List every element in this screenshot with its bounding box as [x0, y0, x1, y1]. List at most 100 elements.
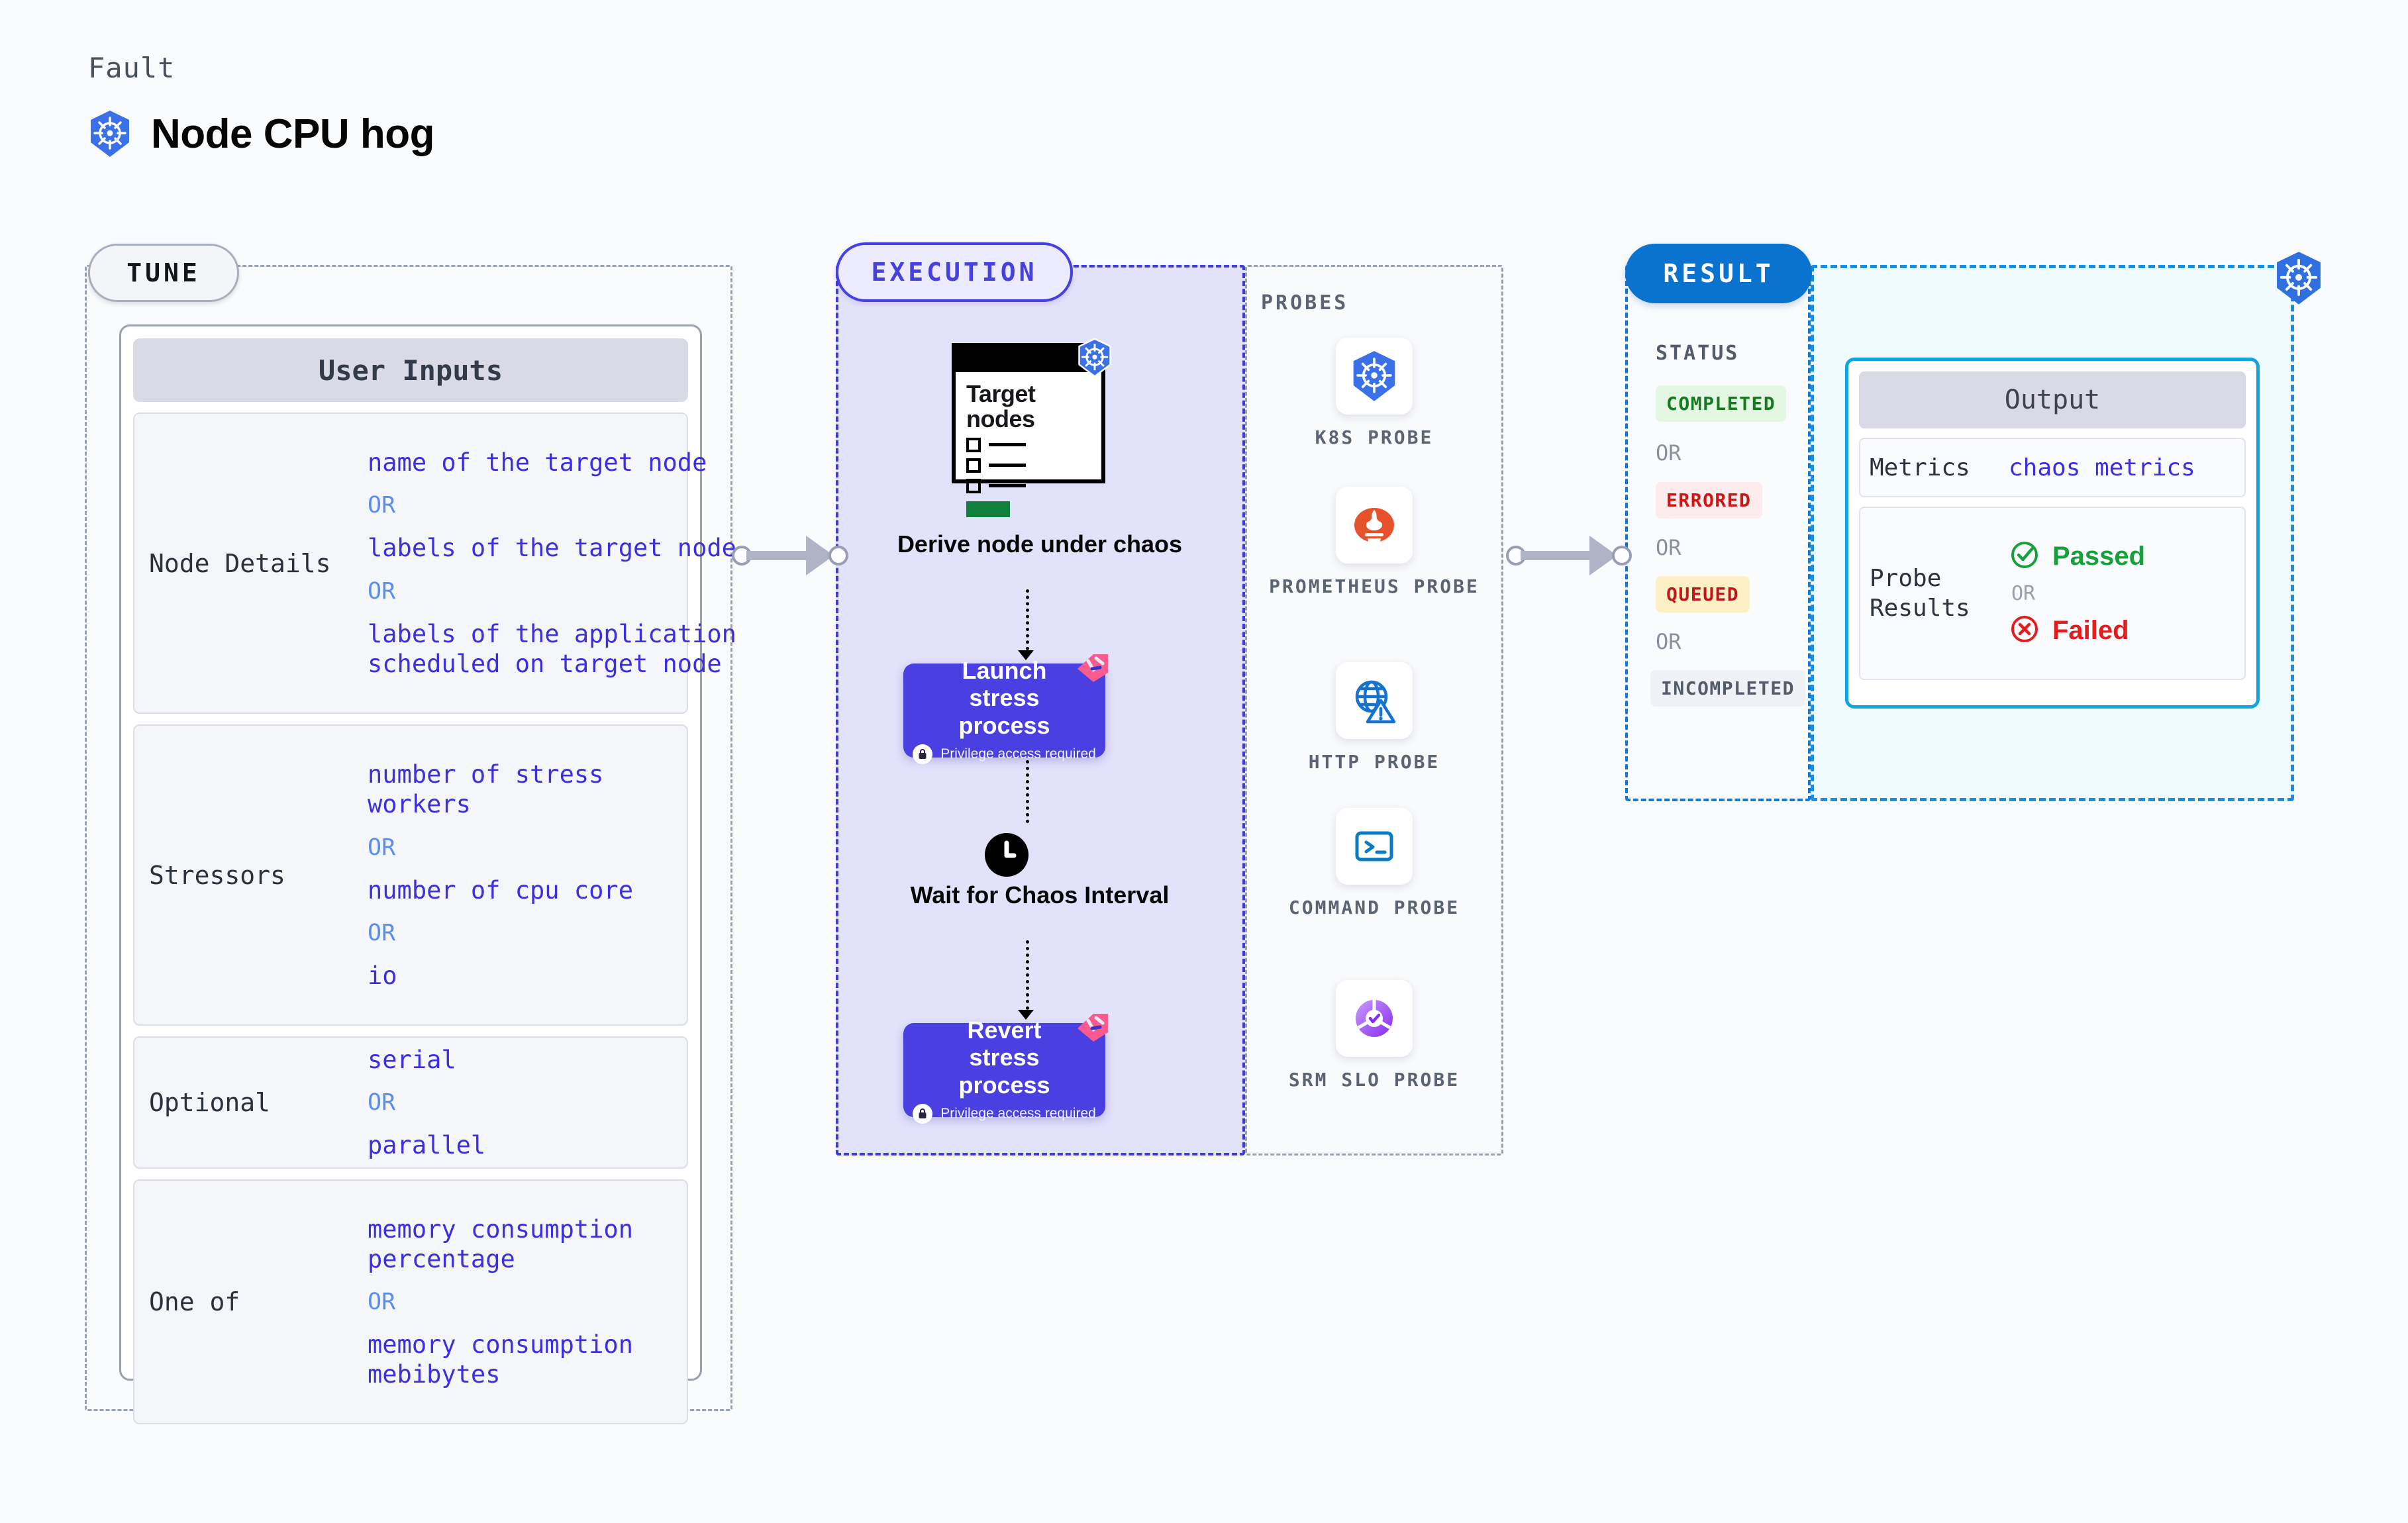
revert-stress-process-node[interactable]: Revert stress process Privilege access r…: [903, 1014, 1108, 1124]
lock-icon: [913, 744, 933, 764]
flow-arrow-head: [1018, 1010, 1034, 1020]
kubernetes-icon: [87, 109, 132, 158]
passed-label: Passed: [2052, 541, 2146, 571]
output-card: Output Metrics chaos metrics Probe Resul…: [1845, 358, 2260, 709]
row-value: serial: [368, 1045, 456, 1074]
or-label: OR: [368, 834, 396, 861]
row-value: parallel: [368, 1131, 486, 1159]
probe-srm-slo[interactable]: SRM SLO PROBE: [1245, 980, 1503, 1093]
flow-arrow-line: [1026, 589, 1029, 650]
output-row-probe-results: Probe Results Passed OR: [1859, 507, 2246, 680]
user-inputs-card: User Inputs Node Details name of the tar…: [119, 324, 736, 1424]
node-title: Launch stress process: [958, 657, 1050, 739]
row-label: One of: [149, 1287, 240, 1316]
probe-k8s[interactable]: K8S PROBE: [1245, 338, 1503, 450]
user-inputs-title: User Inputs: [133, 338, 688, 402]
node-title: Revert stress process: [958, 1016, 1050, 1099]
result-badge[interactable]: RESULT: [1625, 244, 1812, 303]
probe-http[interactable]: HTTP PROBE: [1245, 662, 1503, 775]
or-label: OR: [2011, 581, 2036, 605]
clock-icon: [985, 833, 1028, 880]
row-value: name of the target node: [368, 448, 707, 477]
tune-badge[interactable]: TUNE: [88, 244, 239, 302]
row-value: number of stress workers: [368, 760, 604, 819]
checkbox-row: [966, 437, 1101, 452]
launch-stress-process-node[interactable]: Launch stress process Privilege access r…: [903, 654, 1108, 764]
row-value: number of cpu core: [368, 875, 633, 905]
or-label: OR: [1656, 535, 1681, 560]
probe-label: HTTP PROBE: [1308, 751, 1440, 773]
status-badge-incompleted: INCOMPLETED: [1650, 670, 1805, 707]
prometheus-icon: [1336, 487, 1413, 564]
tune-row-optional: Optional serial OR parallel: [133, 1036, 688, 1169]
terminal-icon: [1336, 808, 1413, 885]
row-value: labels of the application scheduled on t…: [368, 619, 736, 678]
row-value: memory consumption percentage: [368, 1214, 633, 1273]
checkbox-row: [966, 478, 1101, 493]
row-label: Probe Results: [1870, 565, 1970, 622]
probes-title: PROBES: [1261, 291, 1349, 315]
output-title: Output: [1859, 371, 2246, 428]
tune-row-one-of: One of memory consumption percentage OR …: [133, 1179, 688, 1424]
globe-warning-icon: [1336, 662, 1413, 739]
target-nodes-title: Target nodes: [966, 380, 1036, 432]
probe-label: COMMAND PROBE: [1288, 897, 1460, 918]
progress-bar: [966, 501, 1010, 517]
row-label: Metrics: [1870, 454, 1970, 481]
probe-command[interactable]: COMMAND PROBE: [1245, 808, 1503, 920]
tune-row-stressors: Stressors number of stress workers OR nu…: [133, 724, 688, 1026]
or-label: OR: [1656, 440, 1681, 466]
or-label: OR: [1656, 629, 1681, 654]
kubernetes-icon: [2273, 250, 2325, 309]
fault-title-row: Node CPU hog: [87, 109, 434, 158]
node-subtitle: Privilege access required: [940, 746, 1096, 762]
flow-arrow-line: [1026, 940, 1029, 1010]
page-title: Node CPU hog: [151, 111, 434, 157]
probe-label: PROMETHEUS PROBE: [1269, 575, 1480, 597]
x-circle-icon: [2009, 613, 2040, 648]
tune-row-node-details: Node Details name of the target node OR …: [133, 413, 736, 714]
connector-tune-to-execution: [732, 536, 848, 576]
row-value: memory consumption mebibytes: [368, 1330, 633, 1389]
connector-execution-to-result: [1506, 536, 1638, 576]
lock-icon: [913, 1103, 933, 1124]
row-label: Node Details: [149, 548, 331, 578]
probe-prometheus[interactable]: PROMETHEUS PROBE: [1245, 487, 1503, 599]
status-badge-errored: ERRORED: [1656, 482, 1762, 518]
srm-slo-icon: [1336, 980, 1413, 1057]
row-value: io: [368, 961, 397, 990]
row-label: Stressors: [149, 860, 285, 890]
or-label: OR: [368, 1289, 396, 1315]
failed-label: Failed: [2052, 615, 2129, 645]
or-label: OR: [368, 1089, 396, 1116]
probe-result-failed: Failed: [2009, 613, 2145, 648]
status-badge-queued: QUEUED: [1656, 576, 1750, 613]
harness-icon: [1074, 1012, 1109, 1044]
target-nodes-card: Target nodes: [952, 343, 1105, 517]
harness-icon: [1074, 653, 1109, 685]
checkbox-row: [966, 458, 1101, 473]
execution-badge[interactable]: EXECUTION: [836, 242, 1073, 302]
fault-kicker: Fault: [88, 52, 176, 84]
probe-label: K8S PROBE: [1315, 426, 1434, 448]
derive-node-label: Derive node under chaos: [897, 530, 1183, 558]
kubernetes-icon: [1336, 338, 1413, 415]
flow-arrow-head: [1018, 650, 1034, 660]
or-label: OR: [368, 577, 396, 605]
node-subtitle: Privilege access required: [940, 1105, 1096, 1121]
wait-for-chaos-interval-label: Wait for Chaos Interval: [910, 881, 1170, 909]
status-badge-completed: COMPLETED: [1656, 385, 1787, 422]
probe-result-passed: Passed: [2009, 539, 2145, 574]
output-row-metrics: Metrics chaos metrics: [1859, 438, 2246, 497]
result-panel: [1625, 265, 1811, 801]
row-label: Optional: [149, 1088, 271, 1117]
status-title: STATUS: [1656, 342, 1740, 365]
check-circle-icon: [2009, 539, 2040, 574]
row-value: labels of the target node: [368, 534, 736, 563]
or-label: OR: [368, 492, 396, 519]
kubernetes-icon: [1076, 338, 1113, 381]
or-label: OR: [368, 919, 396, 946]
row-value: chaos metrics: [2009, 454, 2195, 481]
probe-label: SRM SLO PROBE: [1288, 1069, 1460, 1091]
